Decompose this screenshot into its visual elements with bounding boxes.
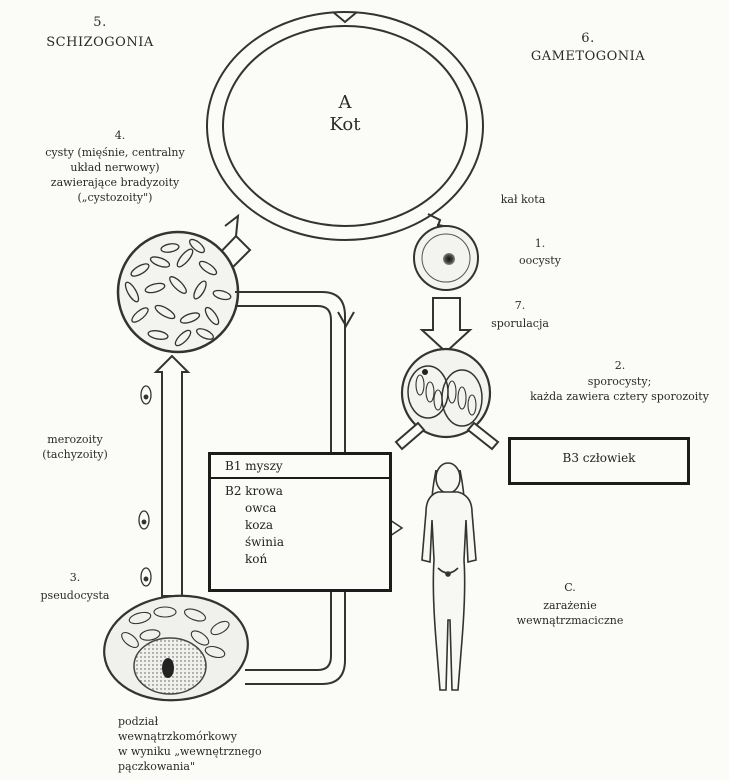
b2-item: owca [225, 500, 375, 517]
b2-title: B2 krowa [225, 484, 283, 498]
oocysty-label: oocysty [500, 253, 580, 268]
box-b1-b2: B1 myszy B2 krowa owca koza świnia koń [208, 452, 392, 592]
pseudocysta-num: 3. [45, 570, 105, 585]
sporulacja-label: sporulacja [470, 316, 570, 331]
oocyst [414, 226, 478, 290]
merozoity-label: merozoity (tachyzoity) [20, 432, 130, 462]
b3-label: B3 człowiek [511, 440, 687, 469]
sporocysty-label: sporocysty; każda zawiera cztery sporozo… [512, 374, 727, 404]
podzial-label: podział wewnątrzkomórkowy w wyniku „wewn… [118, 714, 318, 774]
merozoite [139, 386, 151, 586]
cysts-num: 4. [80, 128, 160, 143]
schizogonia-num: 5. [60, 14, 140, 31]
zarazenie-letter: C. [540, 580, 600, 595]
pseudocysta-label: pseudocysta [25, 588, 125, 603]
cysts-label: cysty (mięśnie, centralny układ nerwowy)… [15, 145, 215, 205]
cyst-cell [118, 232, 238, 352]
b2-list: B2 krowa owca koza świnia koń [211, 479, 389, 572]
host-a-letter: A [320, 92, 370, 114]
zarazenie-label: zarażenie wewnątrzmaciczne [500, 598, 640, 628]
b2-item: koń [225, 551, 375, 568]
box-b3: B3 człowiek [508, 437, 690, 485]
arrow-pseudocyst-to-cyst [156, 356, 188, 596]
gametogonia-label: GAMETOGONIA [510, 48, 666, 65]
b2-item: koza [225, 517, 375, 534]
gametogonia-num: 6. [548, 30, 628, 47]
schizogonia-label: SCHIZOGONIA [30, 34, 170, 51]
sporocysty-num: 2. [590, 358, 650, 373]
sporulacja-num: 7. [480, 298, 560, 313]
arrow-to-b3 [468, 423, 498, 449]
host-a-label: Kot [300, 114, 390, 136]
oocysty-num: 1. [500, 236, 580, 251]
human-silhouette [422, 463, 476, 690]
pseudocyst [99, 589, 253, 707]
kal-kota-label: kał kota [478, 192, 568, 207]
sporocyst [402, 349, 490, 437]
arrow-to-b1 [396, 423, 424, 449]
b1-label: B1 myszy [211, 455, 389, 477]
arrow-sporulation [422, 298, 470, 352]
b2-item: świnia [225, 534, 375, 551]
